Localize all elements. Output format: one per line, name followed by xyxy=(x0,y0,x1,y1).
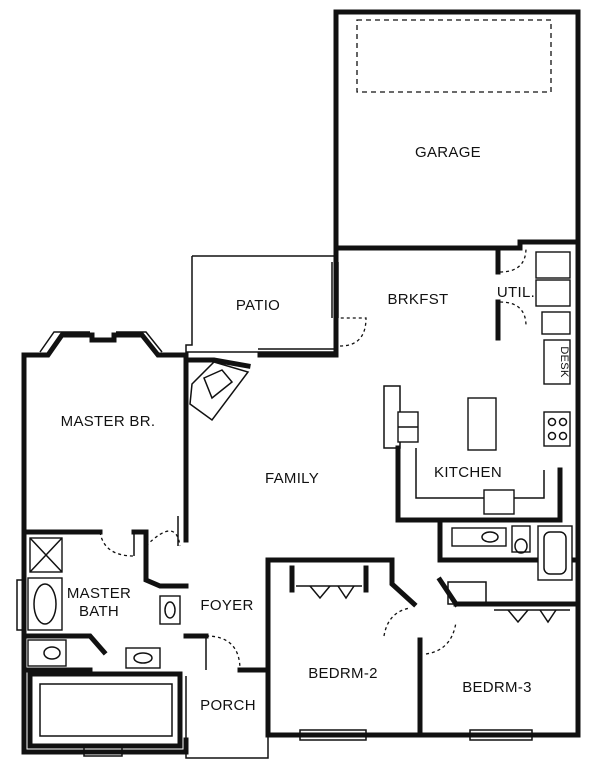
kitchen-island xyxy=(467,397,497,451)
room-label-porch: PORCH xyxy=(200,697,256,714)
master-vanity-2 xyxy=(125,647,161,669)
util-door-swing-2 xyxy=(499,301,527,327)
room-label-master-bath-2: BATH xyxy=(79,603,119,620)
bedrm2-closet-doors xyxy=(309,585,355,600)
kitchen-inner-counter xyxy=(415,448,545,499)
bay-window-right xyxy=(116,331,163,353)
room-label-foyer: FOYER xyxy=(200,597,253,614)
master-left-window xyxy=(16,579,25,631)
fireplace xyxy=(183,357,251,543)
hall-toilet-bowl xyxy=(514,538,528,554)
bedrm3-bottom-window xyxy=(469,729,533,741)
refrigerator xyxy=(483,489,515,515)
burner-icon xyxy=(547,431,557,441)
burner-icon xyxy=(558,417,568,427)
master-door-swing xyxy=(145,530,181,547)
wall-util-top xyxy=(517,239,581,251)
room-label-bedrm2: BEDRM-2 xyxy=(308,665,378,682)
master-bath-area xyxy=(21,516,189,757)
dryer xyxy=(535,279,571,307)
room-label-garage: GARAGE xyxy=(415,144,481,161)
burner-icon xyxy=(547,417,557,427)
garage-door-outline xyxy=(356,19,552,93)
room-label-master-br: MASTER BR. xyxy=(61,413,156,430)
room-label-util: UTIL. xyxy=(497,284,535,301)
foyer-area xyxy=(183,633,271,673)
hall-bath-area xyxy=(437,525,581,581)
vanity-sink xyxy=(164,601,176,619)
bedrm3-closet-doors xyxy=(507,609,557,624)
bedrm3-walls xyxy=(417,576,581,738)
bathtub xyxy=(27,577,63,631)
porch-outline xyxy=(185,676,269,759)
hall-bath-wall xyxy=(437,537,581,563)
master-bath-wall xyxy=(21,529,189,589)
vanity-sink-2 xyxy=(133,652,153,664)
bath-door-swing xyxy=(99,531,135,557)
shower-x-a xyxy=(29,537,63,573)
burner-icon xyxy=(558,431,568,441)
bedrm2-bottom-window xyxy=(299,729,367,741)
hall-vanity-sink xyxy=(481,531,499,543)
bedroom-area xyxy=(265,557,581,741)
fireplace-box xyxy=(203,369,234,400)
util-door-swing xyxy=(499,247,527,273)
closet-shelf xyxy=(39,683,173,737)
room-label-master-bath-1: MASTER xyxy=(67,585,131,602)
fireplace-walls xyxy=(183,357,251,543)
room-label-patio: PATIO xyxy=(236,297,280,314)
patio-door-swing xyxy=(339,317,367,347)
wall-brkfst-left xyxy=(257,245,339,358)
foyer-entry-wall xyxy=(183,633,271,673)
room-label-desk: DESK xyxy=(558,346,570,378)
utility-area xyxy=(339,247,571,347)
room-label-family: FAMILY xyxy=(265,470,319,487)
room-label-kitchen: KITCHEN xyxy=(434,464,502,481)
bedrm2-walls xyxy=(265,557,418,738)
bedrm3-door-swing xyxy=(425,621,457,655)
wall-master-top xyxy=(21,332,189,358)
patio-outline xyxy=(185,255,336,353)
master-closet-wall xyxy=(27,671,183,749)
toilet-bowl xyxy=(43,646,61,660)
util-cabinet xyxy=(541,311,571,335)
bay-window-left xyxy=(39,331,90,353)
kitchen-lower-wall xyxy=(395,445,563,543)
master-bay-window xyxy=(16,331,163,631)
garage-walls xyxy=(333,9,581,251)
master-vanity xyxy=(159,595,181,625)
hall-tub xyxy=(537,525,573,581)
washer xyxy=(535,251,571,279)
master-bath-lower-wall xyxy=(21,633,108,673)
hall-tub-basin xyxy=(543,531,567,575)
fireplace-hearth xyxy=(189,361,250,422)
room-label-brkfst: BRKFST xyxy=(388,291,449,308)
hall-closet xyxy=(447,581,487,605)
garage-area xyxy=(333,9,581,251)
bedrm2-door-swing xyxy=(383,607,411,637)
cooktop xyxy=(543,411,571,447)
tub-basin xyxy=(33,583,57,625)
entry-door-swing xyxy=(205,635,241,671)
kitchen-area xyxy=(383,339,571,543)
master-bottom-window xyxy=(83,745,123,757)
desk-counter xyxy=(543,339,571,385)
room-label-bedrm3: BEDRM-3 xyxy=(462,679,532,696)
